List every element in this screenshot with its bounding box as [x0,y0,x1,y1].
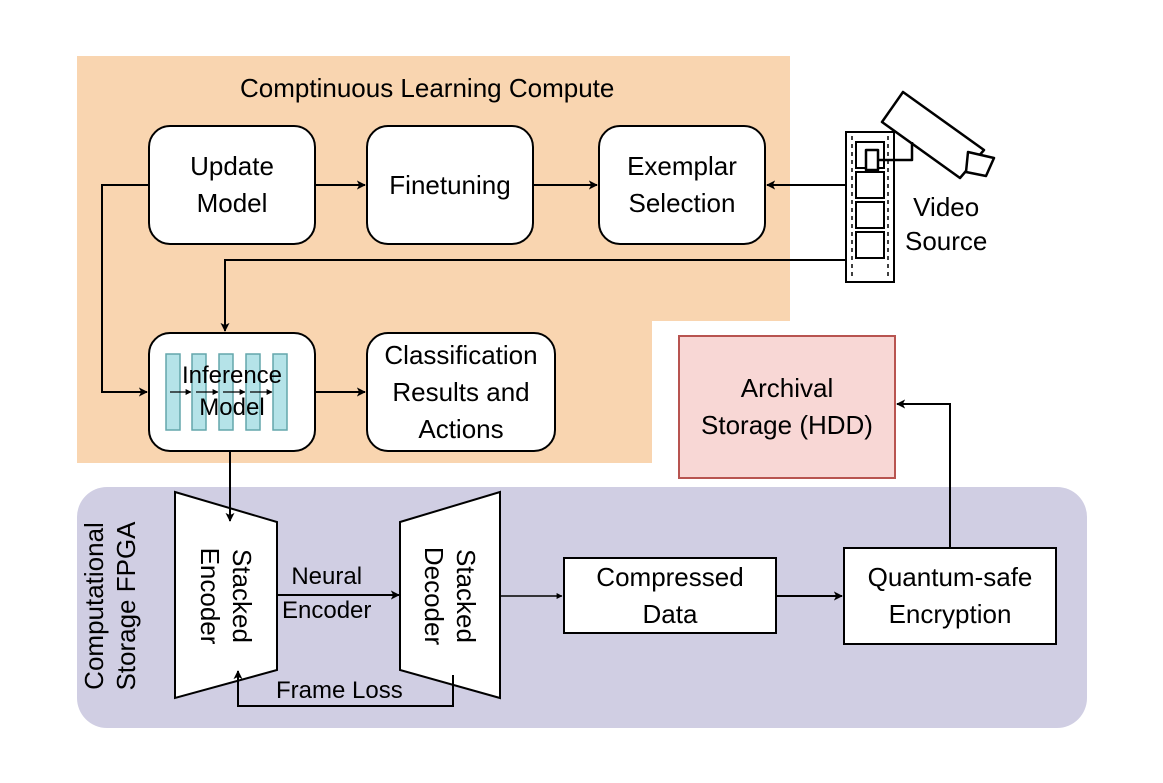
inference-model-label-wrap: Inference Model [148,332,316,452]
security-camera-icon [864,90,996,180]
arrow-encryption-to-archive [896,399,951,547]
inference-model-label: Inference Model [181,362,283,421]
camera-body [880,90,986,180]
stacked-encoder-label: Stacked Encoder [195,547,257,645]
encryption-label: Quantum-safe Encryption [867,562,1033,629]
stacked-encoder-shape [174,490,278,700]
encryption-box: Quantum-safe Encryption [843,547,1057,645]
archival-storage-label: Archival Storage (HDD) [701,373,873,440]
compressed-data-label: Compressed Data [596,561,744,629]
arrow-update-to-inference [101,184,148,397]
neural-encoder-label: Neural Encoder [282,563,372,624]
frame-loss-label: Frame Loss [276,677,403,704]
camera-lens [964,150,996,178]
finetuning-label: Finetuning [389,169,511,200]
finetuning-box: Finetuning [366,125,534,245]
film-frame [855,201,885,229]
update-model-box: Update Model [148,125,316,245]
inference-layers-icon [165,353,288,431]
archival-storage-box: Archival Storage (HDD) [678,335,896,479]
film-frame [855,171,885,199]
camera-mount [872,142,914,162]
arrow-video-to-inference [220,259,846,332]
video-source-label: Video Source [905,192,988,256]
exemplar-selection-box: Exemplar Selection [598,125,766,245]
classification-label: Classification Results and Actions [384,339,538,444]
compressed-data-box: Compressed Data [563,557,777,634]
layer-bar [272,353,288,431]
storage-fpga-title: Computational Storage FPGA [79,521,141,691]
camera-wall-plate [864,148,880,172]
exemplar-selection-label: Exemplar Selection [627,151,737,218]
stacked-decoder-shape [399,490,501,700]
film-frame [855,231,885,259]
update-model-label: Update Model [190,151,274,218]
learning-compute-title: Comptinuous Learning Compute [240,73,615,103]
classification-box: Classification Results and Actions [366,332,556,452]
stacked-decoder-label: Stacked Decoder [419,546,481,646]
arrow-frame-loss [233,670,454,707]
